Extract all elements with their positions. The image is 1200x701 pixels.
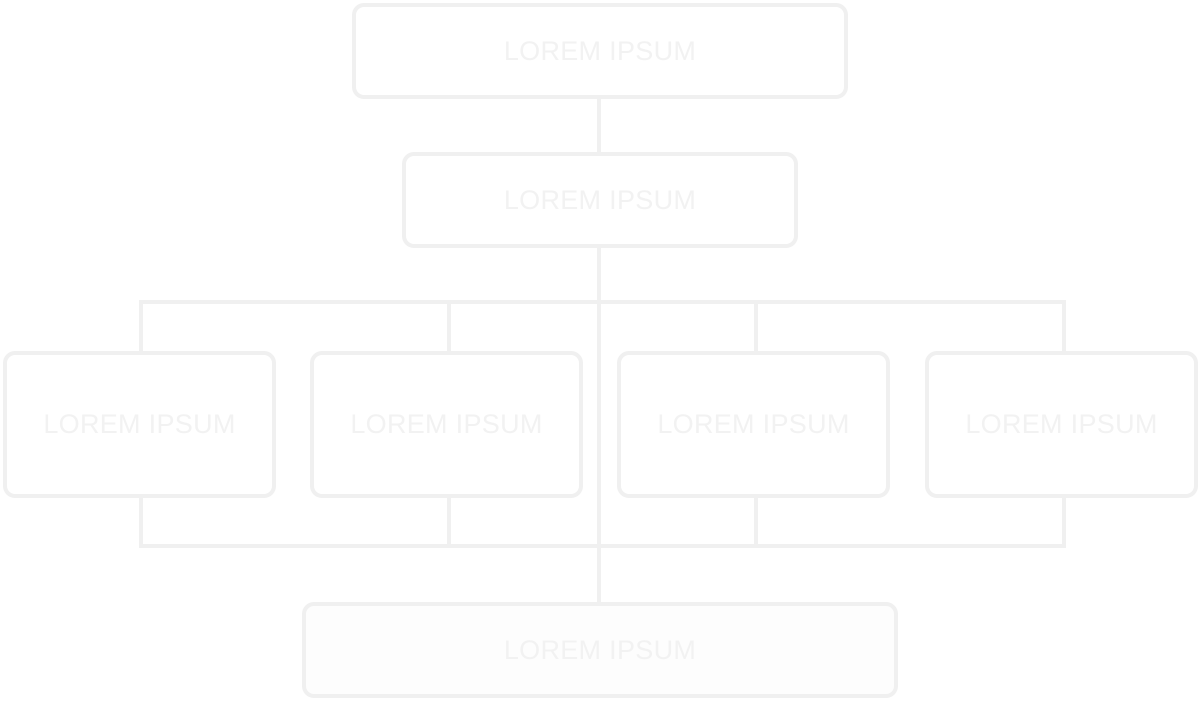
child-box-3-label: LOREM IPSUM [657,409,850,439]
connector-upper-branch [139,300,1066,354]
top-box: LOREM IPSUM [352,3,848,99]
connector-lower-branch [139,494,1066,548]
child-box-4-label: LOREM IPSUM [965,409,1158,439]
bottom-box-label: LOREM IPSUM [503,634,697,665]
child-box-1: LOREM IPSUM [3,351,276,498]
child-box-2-label: LOREM IPSUM [350,409,543,439]
second-box-label: LOREM IPSUM [503,184,697,215]
child-box-3: LOREM IPSUM [617,351,890,498]
child-box-2: LOREM IPSUM [310,351,583,498]
child-box-1-label: LOREM IPSUM [43,409,236,439]
second-box: LOREM IPSUM [402,152,798,248]
bottom-box: LOREM IPSUM [302,602,898,698]
child-box-4: LOREM IPSUM [925,351,1198,498]
top-box-label: LOREM IPSUM [503,35,697,66]
